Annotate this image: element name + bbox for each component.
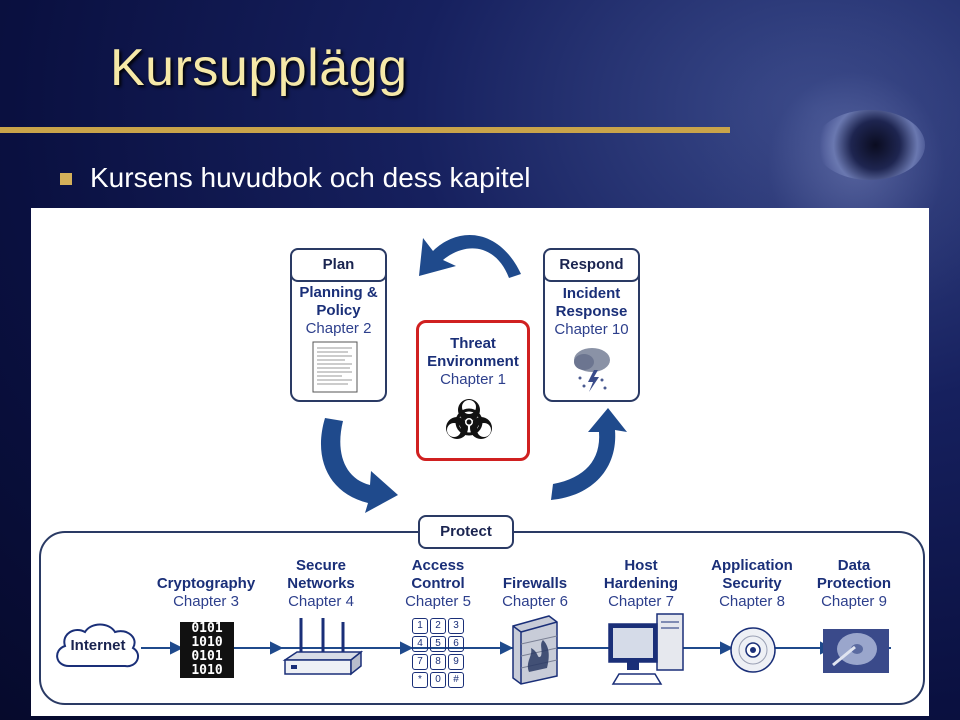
stage-line1: Application: [711, 557, 793, 574]
threat-line1: Threat: [450, 335, 496, 352]
course-structure-figure: Plan Planning & Policy Chapter 2 Respond…: [31, 208, 929, 716]
firewall-icon: [512, 615, 558, 685]
stage-label-firewalls: Firewalls Chapter 6: [479, 557, 591, 611]
plan-header: Plan: [290, 248, 387, 282]
binary-row: 1010: [191, 663, 223, 678]
internet-cloud-icon: [56, 623, 140, 668]
flow-line: [141, 641, 891, 655]
cd-disc-icon: [730, 627, 776, 673]
stage-chapter: Chapter 4: [288, 593, 354, 610]
stage-chapter: Chapter 3: [173, 593, 239, 610]
router-icon: [282, 618, 363, 676]
stage-label-access-control: Access Control Chapter 5: [382, 557, 494, 611]
keypad-key: 0: [430, 672, 446, 688]
stage-line2: Protection: [816, 575, 892, 592]
stage-line2: Security: [722, 575, 782, 592]
internet-label: Internet: [70, 637, 126, 654]
keypad-key: 4: [412, 636, 428, 652]
threat-box: [416, 320, 530, 461]
plan-label: Planning & Policy Chapter 2: [290, 284, 387, 338]
stage-line1: Secure: [295, 557, 347, 574]
stage-line2: Hardening: [603, 575, 679, 592]
stage-label-host-hardening: Host Hardening Chapter 7: [585, 557, 697, 611]
keypad-key: *: [412, 672, 428, 688]
host-computer-icon: [608, 613, 684, 685]
respond-line1: Incident: [562, 285, 621, 302]
keypad-key: 6: [448, 636, 464, 652]
threat-line2: Environment: [427, 353, 519, 370]
stage-line2: Networks: [287, 575, 355, 592]
stage-line1: Host: [624, 557, 658, 574]
storm-cloud-icon: [574, 348, 610, 392]
bullet-text: Kursens huvudbok och dess kapitel: [90, 162, 531, 193]
hard-drive-icon: [823, 629, 889, 673]
keypad-key: 1: [412, 618, 428, 634]
binary-data-icon: 0101 1010 0101 1010: [180, 622, 234, 678]
keypad-key: 2: [430, 618, 446, 634]
curved-arrow-right-icon: [551, 408, 627, 500]
keypad-icon: 1 2 3 4 5 6 7 8 9 * 0 #: [412, 618, 464, 688]
stage-line1: Access: [411, 557, 465, 574]
plan-line1: Planning &: [299, 284, 378, 301]
policy-document-icon: [312, 341, 358, 393]
binary-row: 1010: [191, 635, 223, 650]
keypad-key: 9: [448, 654, 464, 670]
stage-chapter: Chapter 6: [502, 593, 568, 610]
plan-chapter: Chapter 2: [305, 320, 372, 337]
stage-label-cryptography: Cryptography Chapter 3: [146, 557, 266, 611]
curved-arrow-top-icon: [419, 235, 521, 278]
stage-chapter: Chapter 7: [608, 593, 674, 610]
binary-row: 0101: [191, 649, 223, 664]
binary-row: 0101: [191, 621, 223, 636]
eye-pupil: [815, 110, 925, 180]
protect-header: Protect: [418, 515, 514, 549]
stage-line2: Control: [411, 575, 465, 592]
stage-label-application-security: Application Security Chapter 8: [694, 557, 810, 611]
slide-title: Kursupplägg: [110, 39, 408, 97]
respond-line2: Response: [555, 303, 628, 320]
stage-line2: Cryptography: [156, 575, 256, 592]
stage-line2: Firewalls: [502, 575, 568, 592]
stage-chapter: Chapter 5: [405, 593, 471, 610]
stage-label-data-protection: Data Protection Chapter 9: [798, 557, 910, 611]
stage-label-secure-networks: Secure Networks Chapter 4: [265, 557, 377, 611]
respond-label: Incident Response Chapter 10: [543, 285, 640, 339]
keypad-key: 5: [430, 636, 446, 652]
curved-arrow-left-icon: [320, 418, 398, 513]
keypad-key: 3: [448, 618, 464, 634]
respond-chapter: Chapter 10: [554, 321, 629, 338]
keypad-key: 8: [430, 654, 446, 670]
threat-label: Threat Environment Chapter 1: [416, 335, 530, 389]
respond-header: Respond: [543, 248, 640, 282]
stage-chapter: Chapter 8: [719, 593, 785, 610]
stage-chapter: Chapter 9: [821, 593, 887, 610]
title-underline: [0, 127, 730, 133]
keypad-key: 7: [412, 654, 428, 670]
plan-line2: Policy: [316, 302, 361, 319]
biohazard-icon: [446, 399, 492, 439]
keypad-key: #: [448, 672, 464, 688]
threat-chapter: Chapter 1: [440, 371, 506, 388]
stage-line1: Data: [837, 557, 871, 574]
bullet-square-icon: [60, 173, 72, 185]
